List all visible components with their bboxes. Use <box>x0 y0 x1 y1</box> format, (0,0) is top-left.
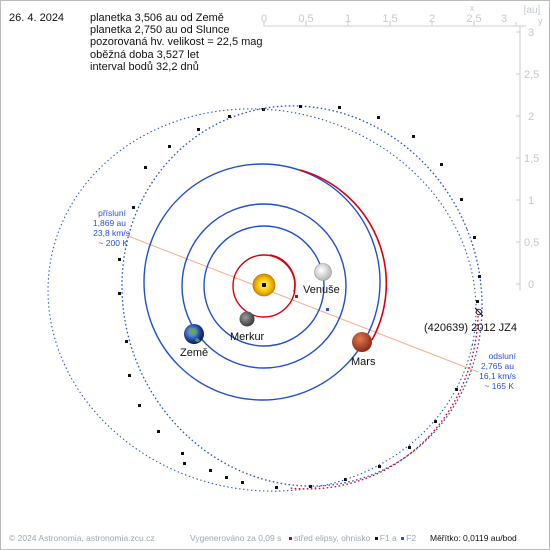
footer-scale: Měřítko: 0,0119 au/bod <box>430 533 517 543</box>
x-axis <box>263 22 526 27</box>
asteroid-orbit-below-ecliptic <box>289 315 479 490</box>
x-tick-label: 2 <box>429 13 435 25</box>
asteroid-orbit-points <box>125 105 481 489</box>
y-tick-label: 2 <box>528 111 534 123</box>
legend-f1-swatch <box>374 537 378 541</box>
legend-f1-text: F1 a <box>379 533 397 543</box>
x-tick-label: 1 <box>345 13 351 25</box>
aphelion-temp: ~ 165 K <box>484 381 514 391</box>
perihelion-title: přísluní <box>98 208 127 218</box>
info-earth-distance: planetka 3,506 au od Země <box>90 12 224 24</box>
venus <box>314 263 332 281</box>
perihelion-distance: 1,869 au <box>93 218 126 228</box>
mars-orbit <box>143 163 381 401</box>
asteroid-orbit <box>47 105 483 492</box>
mars <box>352 332 372 352</box>
legend-f2-swatch <box>401 537 405 541</box>
aphelion-callout: odsluní 2,765 au 16,1 km/s ~ 165 K <box>479 351 516 391</box>
y-tick-label: 2,5 <box>524 69 539 81</box>
focus-f2-marker <box>326 308 329 311</box>
info-magnitude: pozorovaná hv. velikost = 22,5 mag <box>90 36 263 49</box>
y-axis <box>516 26 521 290</box>
y-tick-label: 0,5 <box>524 237 539 249</box>
legend-center-swatch <box>289 537 292 541</box>
mercury-orbit-perihelion-arc <box>269 254 296 293</box>
asteroid-outer-orbit <box>47 108 477 492</box>
y-tick-label: 3 <box>528 27 534 39</box>
ellipse-center-marker <box>295 295 298 298</box>
perihelion-temp: ~ 200 K <box>98 238 128 248</box>
earth-orbit <box>181 203 347 369</box>
x-tick-label: 3 <box>501 13 507 25</box>
sun-focus-marker <box>262 283 266 287</box>
mars-label: Mars <box>351 356 376 368</box>
legend-f2-text: F2 <box>406 533 417 543</box>
y-tick-label: 1,5 <box>524 153 539 165</box>
info-panel: planetka 3,506 au od Země planetka 2,750… <box>90 12 263 73</box>
earth-label: Země <box>180 347 208 359</box>
legend-center-text: střed elipsy, ohnisko <box>294 533 371 543</box>
info-sun-distance: planetka 2,750 au od Slunce <box>90 24 230 37</box>
x-tick-label: 2,5 <box>466 13 481 25</box>
earth-continents <box>188 327 200 342</box>
footer-legend: střed elipsy, ohnisko F1 a F2 <box>287 533 416 543</box>
x-axis-unit: [au] <box>524 5 541 16</box>
asteroid-marker <box>474 307 484 317</box>
y-tick-label: 0 <box>528 279 534 291</box>
x-axis-variable: x <box>470 3 475 13</box>
mercury-label: Merkur <box>230 331 265 343</box>
asteroid-label: (420639) 2012 JZ4 <box>424 322 517 334</box>
x-tick-label: 1,5 <box>382 13 397 25</box>
footer-copyright: © 2024 Astronomia, astronomia.zcu.cz <box>9 533 155 543</box>
x-tick-label: 0,5 <box>298 13 313 25</box>
info-interval: interval bodů 32,2 dnů <box>90 60 199 73</box>
outer-orbit-points <box>118 258 479 479</box>
date-label: 26. 4. 2024 <box>9 12 65 24</box>
y-tick-label: 1 <box>528 195 534 207</box>
venus-orbit <box>203 225 325 347</box>
footer-generated: Vygenerováno za 0,09 s <box>190 533 282 543</box>
aphelion-distance: 2,765 au <box>481 361 514 371</box>
y-axis-variable: y <box>538 16 543 26</box>
mars-orbit-perihelion-arc <box>299 169 388 341</box>
perihelion-speed: 23,8 km/s <box>93 228 130 238</box>
x-tick-label: 0 <box>261 13 267 25</box>
aphelion-speed: 16,1 km/s <box>479 371 516 381</box>
planet-orbits <box>143 163 381 401</box>
aphelion-title: odsluní <box>489 351 517 361</box>
venus-label: Venuše <box>303 284 340 296</box>
info-period: oběžná doba 3,527 let <box>90 48 199 61</box>
perihelion-callout: přísluní 1,869 au 23,8 km/s ~ 200 K <box>93 208 130 248</box>
mercury <box>239 311 255 327</box>
